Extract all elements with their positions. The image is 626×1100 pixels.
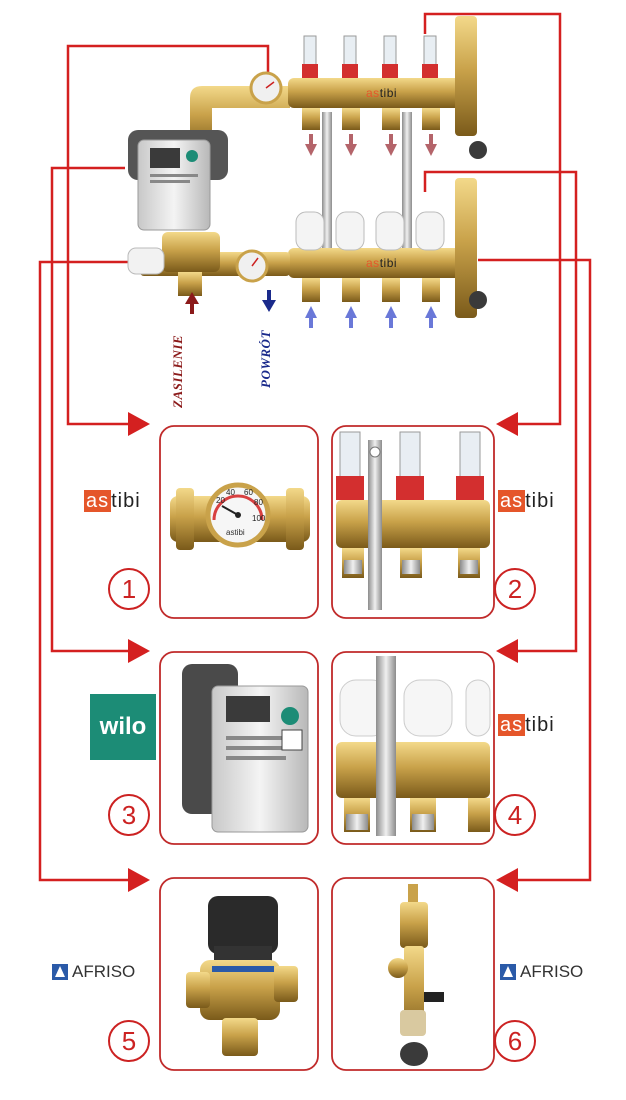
gauge-tick-100: 100: [252, 514, 266, 523]
manifold-brand-bottom: astibi: [366, 256, 398, 270]
bracket-right: [402, 112, 412, 248]
supply-outlets: [302, 108, 440, 130]
gauge-brand: astibi: [226, 528, 245, 537]
mixing-valve-stem: [178, 272, 202, 296]
flowmeter-4: [422, 35, 438, 78]
supply-label: ZASILENIE: [170, 334, 185, 408]
afriso-logo-icon: [52, 964, 68, 980]
panel-1-gauge-image: [170, 482, 310, 550]
gauge-tick-80: 80: [254, 498, 263, 507]
return-label: POWRÓT: [258, 330, 273, 388]
flowmeter-1: [302, 35, 318, 78]
return-flow-arrows: [305, 306, 437, 328]
panel-number-1: 1: [108, 568, 150, 610]
supply-manifold-bar: [288, 78, 468, 108]
afriso-logo-icon: [500, 964, 516, 980]
panel-4-valve-image: [336, 656, 491, 836]
drain-cap-top: [469, 141, 487, 159]
brand-afriso-panel-6: AFRISO: [500, 962, 583, 982]
pump-button: [186, 150, 198, 162]
connector-gauge-to-panel-1: [66, 44, 270, 426]
panel-number-6: 6: [494, 1020, 536, 1062]
arrowhead-panel-5: [128, 868, 150, 892]
return-arrow: [262, 300, 276, 312]
pump-display: [150, 148, 180, 168]
connector-pump-to-panel-3: [50, 166, 128, 653]
thermo-head: [127, 247, 165, 275]
flowmeter-2: [342, 35, 358, 78]
gauge-tick-20: 20: [216, 496, 225, 505]
connector-mixer-to-panel-5: [38, 260, 130, 882]
drain-cap-bottom: [469, 291, 487, 309]
bracket-left: [322, 112, 332, 248]
vent-bottom: [455, 178, 477, 318]
flowmeter-3: [382, 35, 398, 78]
mixing-valve: [127, 232, 220, 296]
connector-arrowheads: [128, 412, 518, 892]
panel-2-flowmeter-image: [336, 431, 490, 610]
return-manifold-bar: [288, 248, 468, 278]
panel-number-2: 2: [494, 568, 536, 610]
gauge-tick-60: 60: [244, 488, 253, 497]
return-outlets: [302, 278, 440, 302]
flowmeters: [302, 35, 438, 78]
panel-3-pump-image: [182, 664, 309, 833]
arrowhead-panel-1: [128, 412, 150, 436]
supply-arrow: [185, 292, 199, 304]
arrowhead-panel-2: [496, 412, 518, 436]
gauge-top-needle: [265, 81, 275, 89]
arrowhead-panel-6: [496, 868, 518, 892]
connector-lines: [38, 12, 592, 882]
panel-number-3: 3: [108, 794, 150, 836]
arrowhead-panel-4: [496, 639, 518, 663]
vent-top: [455, 16, 477, 136]
manifold-brand-top: astibi: [366, 86, 398, 100]
brand-wilo-logo: wilo: [90, 694, 156, 760]
arrowhead-panel-3: [128, 639, 150, 663]
brand-afriso-panel-5: AFRISO: [52, 962, 135, 982]
connector-valve-to-panel-4: [423, 170, 578, 653]
manifold-assembly: [127, 16, 487, 328]
panel-number-4: 4: [494, 794, 536, 836]
gauge-tick-40: 40: [226, 488, 235, 497]
mixing-valve-body: [162, 232, 220, 272]
panel-6-vent-image: [388, 884, 444, 1066]
connector-vent-to-panel-6: [478, 258, 592, 882]
connector-flowmeter-to-panel-2: [423, 12, 562, 426]
panel-5-mixing-valve-image: [186, 896, 298, 1056]
panel-number-5: 5: [108, 1020, 150, 1062]
supply-flow-arrows: [305, 134, 437, 156]
circulation-pump: [128, 130, 228, 231]
valve-caps: [295, 211, 445, 251]
